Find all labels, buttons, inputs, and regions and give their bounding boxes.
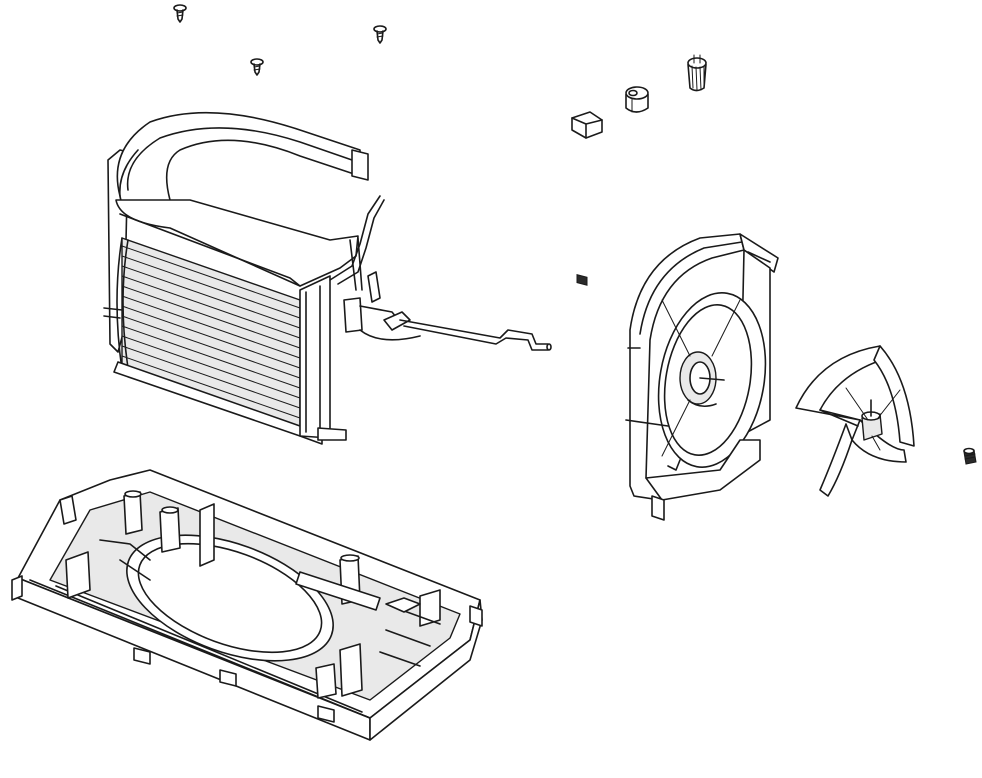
evaporator-coil-assembly: [103, 111, 552, 445]
blower-wheel: [795, 345, 915, 497]
grommet: [687, 54, 707, 92]
clip: [571, 111, 603, 286]
screw-1: [173, 4, 187, 23]
screw-2: [373, 25, 387, 44]
fan-shroud-with-motor: [625, 233, 779, 521]
base-pan: [11, 469, 483, 741]
screw-3: [250, 58, 264, 76]
set-screw: [963, 447, 977, 465]
bushing: [625, 86, 649, 113]
